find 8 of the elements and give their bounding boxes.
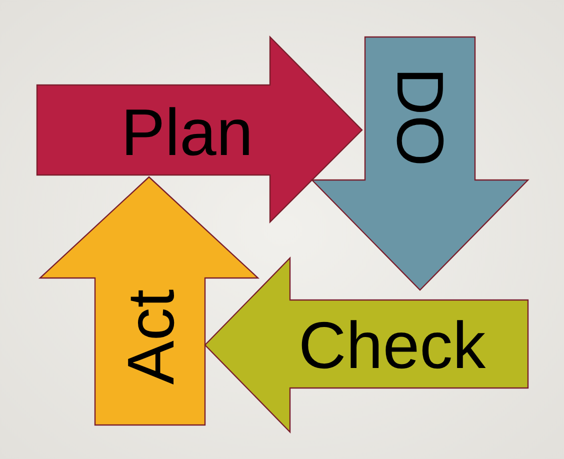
step-label: DO — [387, 68, 453, 166]
step-label: Act — [117, 289, 184, 385]
arrow-shape — [312, 37, 528, 290]
step-label: Check — [298, 312, 486, 378]
arrow-shape — [37, 37, 362, 222]
step-label: Plan — [121, 99, 254, 165]
arrow-shape — [40, 177, 258, 425]
arrow-shape — [205, 258, 528, 432]
